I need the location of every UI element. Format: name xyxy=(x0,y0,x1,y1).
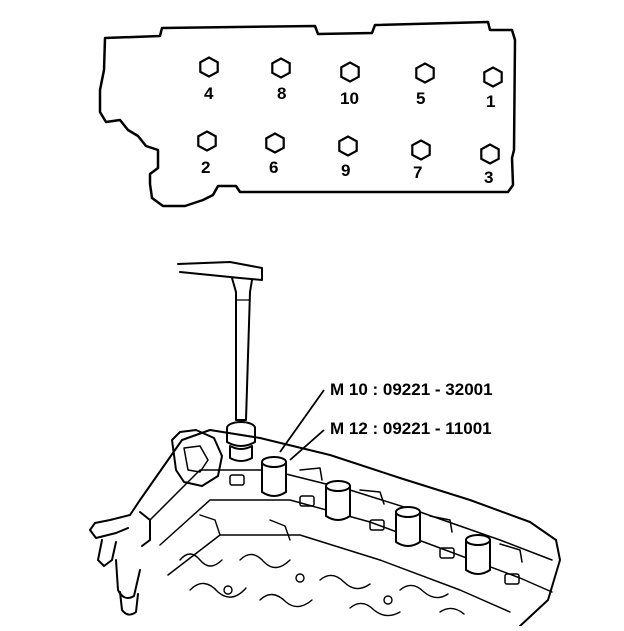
bolt-number-4: 4 xyxy=(204,84,214,103)
bolt-number-9: 9 xyxy=(341,161,350,180)
bolt-hex-8 xyxy=(271,57,291,79)
bolt-number-8: 8 xyxy=(277,84,286,103)
bolt-hex-2 xyxy=(197,130,217,152)
callout-leader-m12 xyxy=(289,429,325,461)
valve-towers xyxy=(261,456,491,575)
bolt-hex-10 xyxy=(340,61,360,83)
cylinder-head-outline xyxy=(98,20,517,208)
bolt-number-7: 7 xyxy=(413,163,422,182)
bolt-hex-5 xyxy=(415,62,435,84)
bolt-number-10: 10 xyxy=(340,89,359,108)
bolt-number-6: 6 xyxy=(269,158,278,177)
bolt-hex-4 xyxy=(199,56,219,78)
bolt-hex-3 xyxy=(480,143,500,165)
callout-m10-tool: M 10 : 09221 - 32001 xyxy=(330,380,493,399)
bolt-number-1: 1 xyxy=(486,92,495,111)
bolt-hex-7 xyxy=(411,139,431,161)
bolt-number-5: 5 xyxy=(416,89,425,108)
callout-leader-m10 xyxy=(279,389,325,453)
callout-m12-tool: M 12 : 09221 - 11001 xyxy=(330,419,492,438)
bolt-pattern xyxy=(197,56,503,165)
bolt-hex-1 xyxy=(483,66,503,88)
head-body xyxy=(139,429,561,627)
bolt-number-2: 2 xyxy=(201,158,210,177)
bolt-hex-6 xyxy=(265,132,285,154)
bolt-number-3: 3 xyxy=(484,168,493,187)
bolt-hex-9 xyxy=(338,135,358,157)
engine-head-illustration xyxy=(89,261,561,627)
torque-wrench xyxy=(177,261,263,462)
